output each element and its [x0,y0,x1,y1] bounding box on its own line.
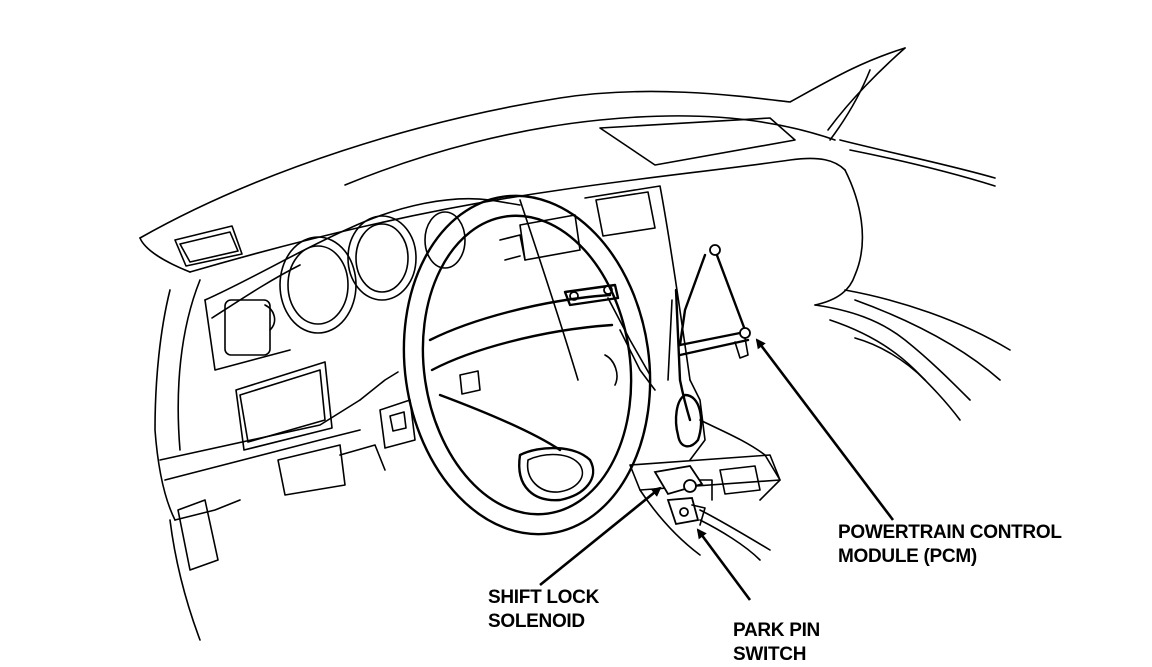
shift-lock-label-line2: SOLENOID [488,611,585,632]
leader-arrows [539,338,895,601]
shift-lock-solenoid-part [653,465,713,501]
shift-lock-callout-label: SHIFT LOCK SOLENOID [488,586,599,634]
pcm-label-line1: POWERTRAIN CONTROL [838,522,1062,543]
shift-lock-leader-arrow [539,486,662,587]
pcm-callout-label: POWERTRAIN CONTROL MODULE (PCM) [838,521,1062,569]
park-pin-label-line1: PARK PIN [733,620,820,641]
park-pin-leader-arrow [696,528,752,601]
pcm-label-line2: MODULE (PCM) [838,546,977,567]
instrument-cluster [204,197,521,371]
center-console [499,185,781,561]
windshield-outline [139,47,996,239]
shift-lock-label-line1: SHIFT LOCK [488,587,599,608]
pcm-leader-arrow [755,338,895,521]
driver-side-panel [154,279,416,641]
park-pin-callout-label: PARK PIN SWITCH [733,619,820,667]
park-pin-label-line2: SWITCH [733,644,807,665]
passenger-side [814,289,1011,421]
park-pin-switch-part [666,497,706,526]
steering-column [563,283,703,448]
steering-wheel [402,194,652,536]
dashboard-top [139,115,864,306]
pcm-bracket [678,244,751,359]
